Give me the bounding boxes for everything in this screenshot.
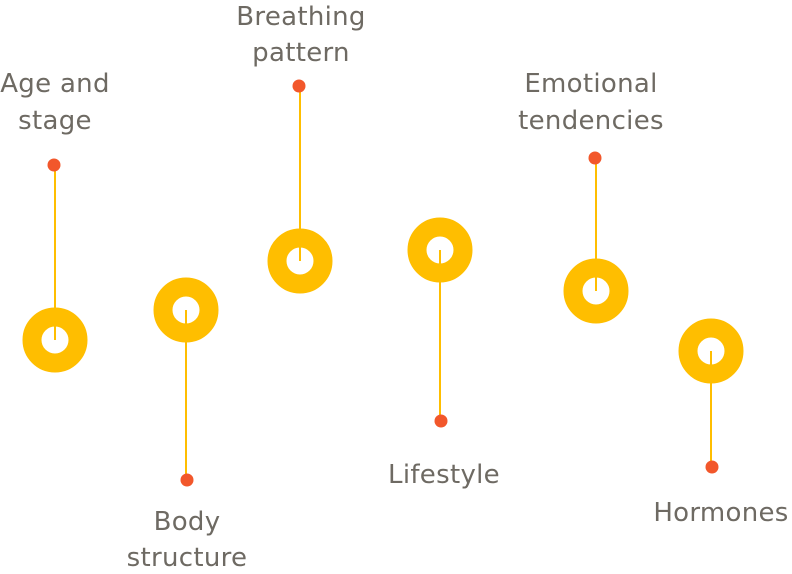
ring-marker <box>22 307 88 373</box>
ring-marker <box>678 318 744 384</box>
ring-marker <box>407 217 473 283</box>
factor-label: Age and <box>0 69 110 99</box>
ring-marker <box>267 228 333 294</box>
factor-label: tendencies <box>518 106 664 136</box>
factor-lifestyle: Lifestyle <box>388 217 500 490</box>
factor-label: pattern <box>252 38 350 68</box>
ring-marker <box>563 258 629 324</box>
factor-label: structure <box>127 543 248 573</box>
endpoint-dot <box>180 473 194 487</box>
factor-label: Lifestyle <box>388 460 500 490</box>
ring-marker <box>153 277 219 343</box>
factor-label: Emotional <box>524 69 657 99</box>
factor-label: stage <box>18 106 92 136</box>
endpoint-dot <box>47 158 61 172</box>
factor-hormones: Hormones <box>653 318 788 528</box>
factor-breathing-pattern: Breathing pattern <box>236 2 365 294</box>
endpoint-dot <box>705 460 719 474</box>
endpoint-dot <box>434 414 448 428</box>
factor-emotional-tendencies: Emotional tendencies <box>518 69 664 324</box>
factor-label: Breathing <box>236 2 365 32</box>
factor-label: Hormones <box>653 498 788 528</box>
factor-body-structure: Body structure <box>127 277 248 573</box>
factor-label: Body <box>154 507 221 537</box>
factor-age-and-stage: Age and stage <box>0 69 110 373</box>
endpoint-dot <box>588 151 602 165</box>
endpoint-dot <box>292 79 306 93</box>
